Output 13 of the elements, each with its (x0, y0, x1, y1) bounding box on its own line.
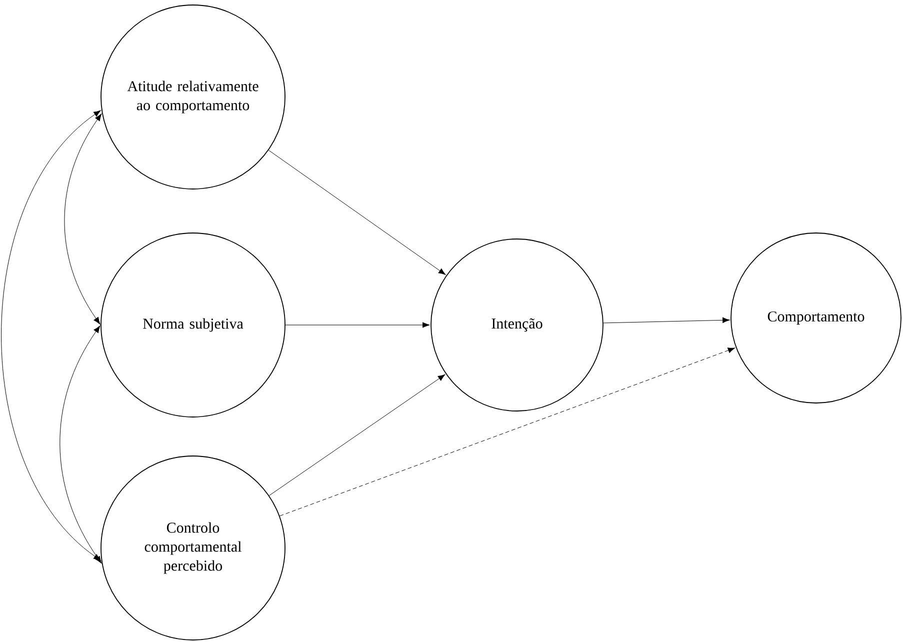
arrow (268, 150, 446, 275)
arrow (60, 326, 102, 564)
arrow (1, 110, 101, 561)
circle-node: Controlo comportamental percebido (100, 456, 286, 640)
circle-node: Intenção (430, 238, 604, 412)
arrow (64, 114, 102, 324)
circle-node: Comportamento (730, 232, 902, 404)
arrow (279, 348, 736, 516)
circle-node: Atitude relativamente ao comportamento (100, 4, 286, 190)
arrow (285, 322, 430, 328)
arrow (268, 374, 446, 496)
arrow (603, 317, 730, 324)
circle-node: Norma subjetiva (100, 232, 286, 418)
